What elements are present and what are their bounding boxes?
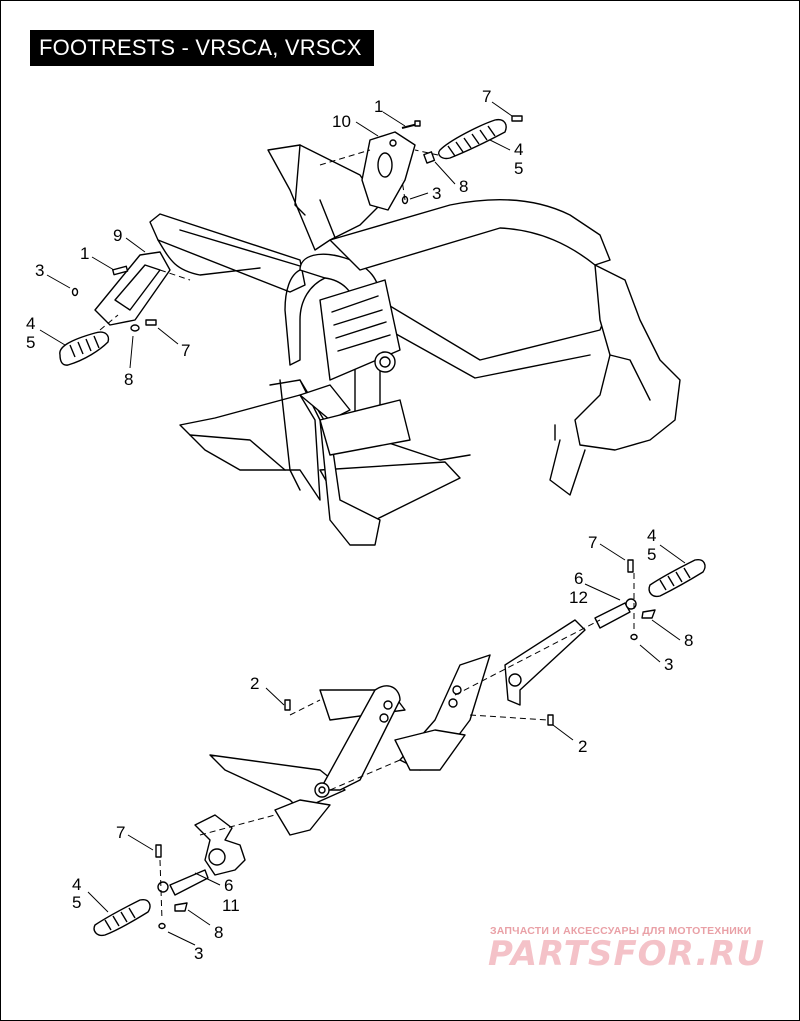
frame-illustration bbox=[149, 144, 681, 546]
callout-left-1: 1 bbox=[80, 244, 89, 263]
callout-right-12: 12 bbox=[569, 588, 588, 607]
callout-left-9: 9 bbox=[113, 226, 122, 245]
callout-top-4: 4 bbox=[514, 140, 523, 159]
callout-bot-7: 7 bbox=[116, 823, 125, 842]
callout-left-5: 5 bbox=[26, 333, 35, 352]
callout-leaders bbox=[39, 101, 686, 946]
page-title: FOOTRESTS - VRSCA, VRSCX bbox=[30, 30, 374, 66]
callout-left-4: 4 bbox=[26, 314, 35, 333]
left-footrest-assembly bbox=[59, 251, 171, 366]
callout-top-5: 5 bbox=[514, 159, 523, 178]
callout-left-8: 8 bbox=[124, 370, 133, 389]
top-footrest-assembly bbox=[361, 115, 523, 211]
callout-labels: 1 10 7 4 5 3 8 9 1 3 4 5 7 8 7 4 5 6 12 … bbox=[26, 87, 693, 963]
callout-bot-3: 3 bbox=[194, 944, 203, 963]
callout-bot-5: 5 bbox=[72, 893, 81, 912]
callout-left-7: 7 bbox=[181, 341, 190, 360]
callout-right-6: 6 bbox=[574, 569, 583, 588]
callout-right-7: 7 bbox=[588, 533, 597, 552]
callout-mid-2b: 2 bbox=[578, 737, 587, 756]
assembly-dashed-lines bbox=[99, 149, 635, 921]
watermark-logo: PARTSFOR.RU bbox=[488, 934, 766, 974]
callout-mid-2a: 2 bbox=[250, 674, 259, 693]
callout-right-4: 4 bbox=[647, 526, 656, 545]
callout-top-1: 1 bbox=[374, 97, 383, 116]
watermark-tagline: ЗАПЧАСТИ И АКСЕССУАРЫ ДЛЯ МОТОТЕХНИКИ bbox=[490, 925, 752, 937]
right-peg-assembly bbox=[504, 558, 706, 706]
callout-top-8: 8 bbox=[459, 177, 468, 196]
callout-right-8: 8 bbox=[684, 631, 693, 650]
callout-bot-11: 11 bbox=[222, 896, 240, 915]
callout-right-5: 5 bbox=[647, 545, 656, 564]
callout-bot-8: 8 bbox=[214, 923, 223, 942]
callout-bot-4: 4 bbox=[72, 875, 81, 894]
callout-bot-6: 6 bbox=[224, 876, 233, 895]
callout-right-3: 3 bbox=[664, 655, 673, 674]
callout-top-7: 7 bbox=[482, 87, 491, 106]
callout-left-3: 3 bbox=[35, 261, 44, 280]
callout-top-3: 3 bbox=[432, 184, 441, 203]
callout-top-10: 10 bbox=[332, 112, 351, 131]
left-lower-peg-assembly bbox=[93, 814, 246, 937]
lower-frame-bracket bbox=[209, 654, 554, 836]
